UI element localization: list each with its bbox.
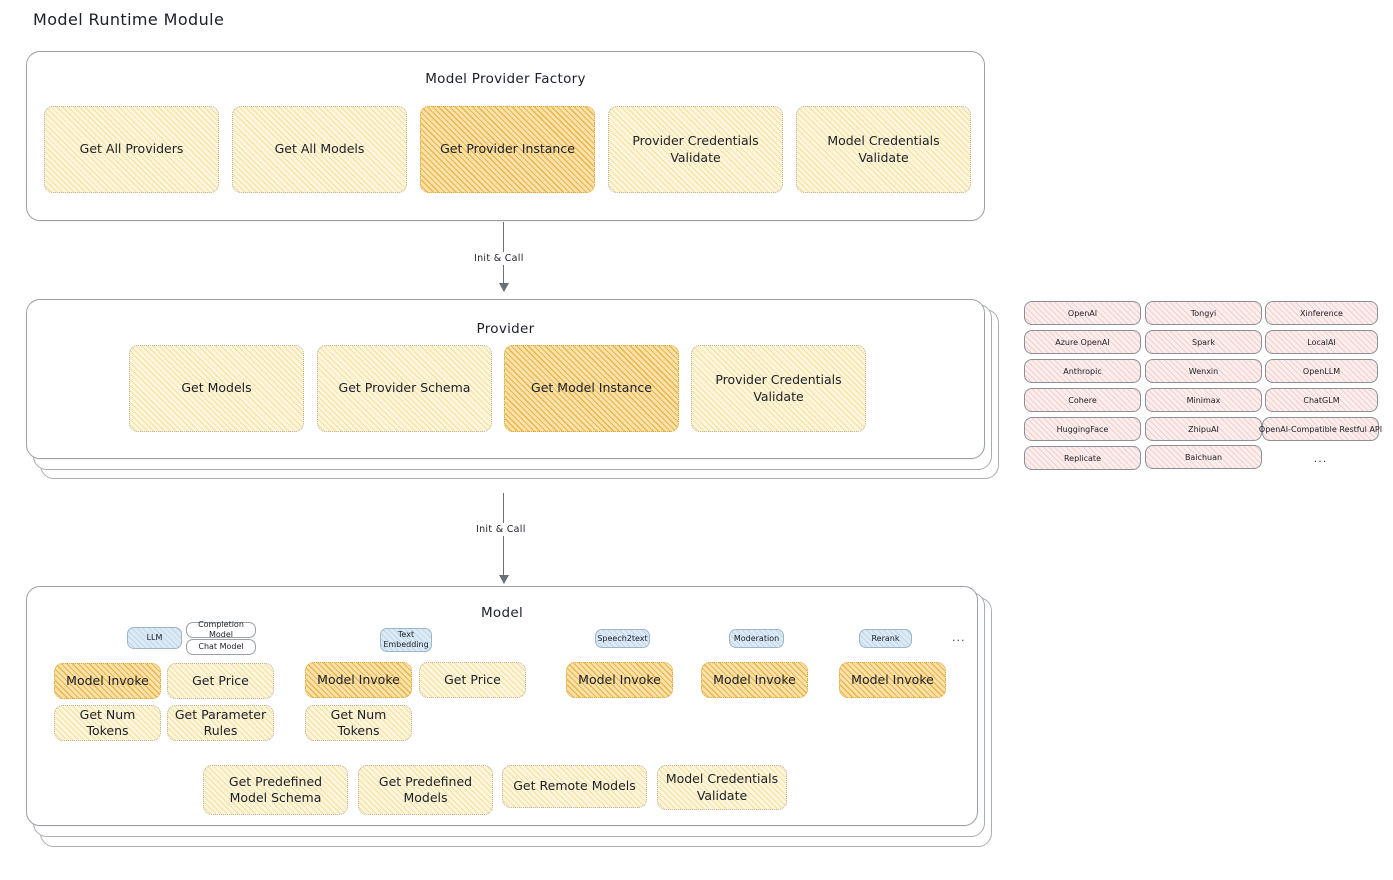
provider-chip-chatglm[interactable]: ChatGLM bbox=[1265, 388, 1378, 412]
provider-chip-azure-openai[interactable]: Azure OpenAI bbox=[1024, 330, 1141, 354]
connector-arrowhead bbox=[498, 283, 509, 292]
model-subtype-badge-completion-model[interactable]: Completion Model bbox=[186, 620, 256, 639]
model-provider-factory-title: Model Provider Factory bbox=[425, 71, 586, 87]
factory-node-model-credentials-validate[interactable]: Model Credentials Validate bbox=[796, 106, 971, 193]
provider-chip-zhipuai[interactable]: ZhipuAI bbox=[1145, 417, 1262, 441]
connector-line bbox=[503, 493, 505, 583]
provider-chip-openllm[interactable]: OpenLLM bbox=[1265, 359, 1378, 383]
model-type-badge-moderation[interactable]: Moderation bbox=[729, 629, 784, 648]
model-shared-method-get-remote-models[interactable]: Get Remote Models bbox=[502, 765, 647, 808]
model-type-badge-speech2text[interactable]: Speech2text bbox=[595, 629, 650, 648]
provider-node-get-model-instance[interactable]: Get Model Instance bbox=[504, 345, 679, 432]
model-types-more-indicator: ... bbox=[952, 631, 966, 644]
model-method-text-embedding-get-price[interactable]: Get Price bbox=[419, 662, 526, 698]
factory-node-get-all-models[interactable]: Get All Models bbox=[232, 106, 407, 193]
model-method-moderation-model-invoke[interactable]: Model Invoke bbox=[701, 662, 808, 698]
model-method-speech2text-model-invoke[interactable]: Model Invoke bbox=[566, 662, 673, 698]
model-method-llm-get-num-tokens[interactable]: Get Num Tokens bbox=[54, 705, 161, 741]
model-method-llm-model-invoke[interactable]: Model Invoke bbox=[54, 663, 161, 699]
model-method-llm-get-price[interactable]: Get Price bbox=[167, 663, 274, 699]
model-type-badge-rerank[interactable]: Rerank bbox=[859, 629, 912, 648]
model-shared-method-get-predefined-models[interactable]: Get Predefined Models bbox=[358, 765, 493, 815]
model-subtype-badge-chat-model[interactable]: Chat Model bbox=[186, 639, 256, 655]
provider-chip-cohere[interactable]: Cohere bbox=[1024, 388, 1141, 412]
model-method-llm-get-parameter-rules[interactable]: Get Parameter Rules bbox=[167, 705, 274, 741]
provider-chip-tongyi[interactable]: Tongyi bbox=[1145, 301, 1262, 325]
connector-label-init-and-call-2: Init & Call bbox=[472, 523, 530, 536]
provider-chip-spark[interactable]: Spark bbox=[1145, 330, 1262, 354]
model-type-badge-text-embedding[interactable]: Text Embedding bbox=[380, 628, 432, 652]
provider-chip-openai[interactable]: OpenAI bbox=[1024, 301, 1141, 325]
provider-node-provider-credentials-validate[interactable]: Provider Credentials Validate bbox=[691, 345, 866, 432]
provider-chip-minimax[interactable]: Minimax bbox=[1145, 388, 1262, 412]
provider-chip-wenxin[interactable]: Wenxin bbox=[1145, 359, 1262, 383]
provider-chip-openai-compatible-restful-api[interactable]: OpenAI-Compatible Restful API bbox=[1259, 417, 1382, 441]
provider-chip-anthropic[interactable]: Anthropic bbox=[1024, 359, 1141, 383]
factory-node-get-provider-instance[interactable]: Get Provider Instance bbox=[420, 106, 595, 193]
connector-label-init-and-call-1: Init & Call bbox=[470, 252, 528, 265]
model-shared-method-model-credentials-validate[interactable]: Model Credentials Validate bbox=[657, 765, 787, 810]
provider-chip-huggingface[interactable]: HuggingFace bbox=[1024, 417, 1141, 441]
model-method-text-embedding-model-invoke[interactable]: Model Invoke bbox=[305, 662, 412, 698]
provider-chip-baichuan[interactable]: Baichuan bbox=[1145, 445, 1262, 469]
model-title: Model bbox=[480, 605, 524, 621]
provider-chip-replicate[interactable]: Replicate bbox=[1024, 446, 1141, 470]
provider-list-more-indicator: ... bbox=[1313, 452, 1328, 465]
page-title: Model Runtime Module bbox=[33, 10, 225, 29]
provider-node-get-provider-schema[interactable]: Get Provider Schema bbox=[317, 345, 492, 432]
model-method-rerank-model-invoke[interactable]: Model Invoke bbox=[839, 662, 946, 698]
model-type-badge-llm[interactable]: LLM bbox=[127, 627, 182, 649]
provider-node-get-models[interactable]: Get Models bbox=[129, 345, 304, 432]
model-shared-method-get-predefined-model-schema[interactable]: Get Predefined Model Schema bbox=[203, 765, 348, 815]
model-method-text-embedding-get-num-tokens[interactable]: Get Num Tokens bbox=[305, 705, 412, 741]
factory-node-provider-credentials-validate[interactable]: Provider Credentials Validate bbox=[608, 106, 783, 193]
factory-node-get-all-providers[interactable]: Get All Providers bbox=[44, 106, 219, 193]
connector-arrowhead bbox=[498, 575, 509, 584]
provider-chip-localai[interactable]: LocalAI bbox=[1265, 330, 1378, 354]
provider-chip-xinference[interactable]: Xinference bbox=[1265, 301, 1378, 325]
provider-title: Provider bbox=[476, 321, 535, 337]
